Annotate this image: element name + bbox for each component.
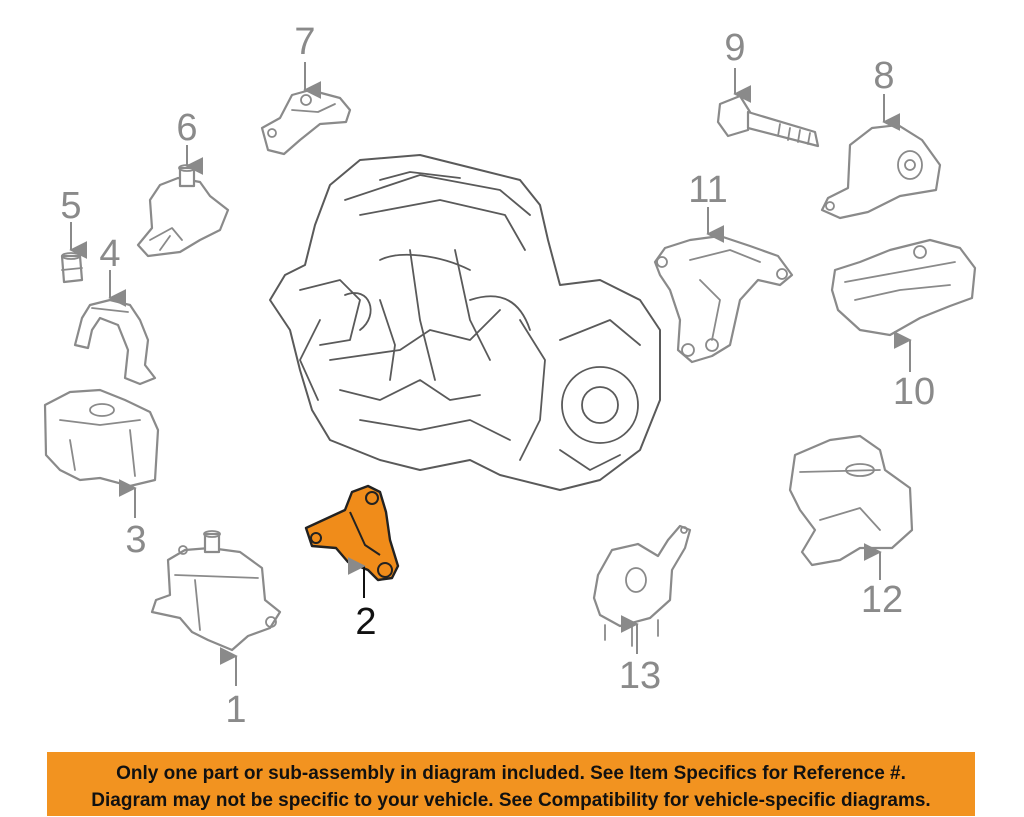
callout-5: 5 (60, 185, 81, 227)
callout-13: 13 (619, 655, 661, 697)
notice-line-2: Diagram may not be specific to your vehi… (91, 790, 931, 811)
callout-4: 4 (99, 233, 120, 275)
notice-banner: Only one part or sub-assembly in diagram… (47, 752, 975, 816)
part-4-bracket[interactable] (73, 298, 157, 386)
part-11-bracket[interactable] (653, 234, 794, 364)
callout-7: 7 (294, 21, 315, 63)
callout-1: 1 (225, 689, 246, 731)
callout-2: 2 (355, 601, 376, 643)
part-8-mount[interactable] (820, 123, 942, 220)
part-5-stopper[interactable] (60, 252, 84, 284)
leader-arrows (69, 62, 912, 686)
callout-6: 6 (176, 107, 197, 149)
callout-11: 11 (688, 169, 727, 211)
part-1-mount[interactable] (150, 530, 282, 652)
part-9-bolt[interactable] (716, 94, 820, 148)
part-7-bracket[interactable] (260, 88, 352, 156)
part-12-mount[interactable] (788, 434, 914, 567)
callout-numbers: 7 6 5 4 3 1 2 9 8 11 10 12 13 (60, 21, 935, 731)
part-3-mount[interactable] (43, 388, 160, 488)
callout-12: 12 (861, 579, 903, 621)
callout-10: 10 (893, 371, 935, 413)
notice-line-1: Only one part or sub-assembly in diagram… (116, 763, 906, 784)
callout-9: 9 (724, 27, 745, 69)
part-6-mount[interactable] (136, 164, 230, 258)
part-10-bracket[interactable] (830, 238, 977, 337)
parts-diagram: 7 6 5 4 3 1 2 9 8 11 10 12 13 (43, 21, 977, 731)
callout-3: 3 (125, 519, 146, 561)
engine-assembly (269, 154, 661, 491)
callout-8: 8 (873, 55, 894, 97)
part-2-bracket-highlighted[interactable] (304, 484, 400, 582)
part-13-mount[interactable] (592, 524, 692, 647)
